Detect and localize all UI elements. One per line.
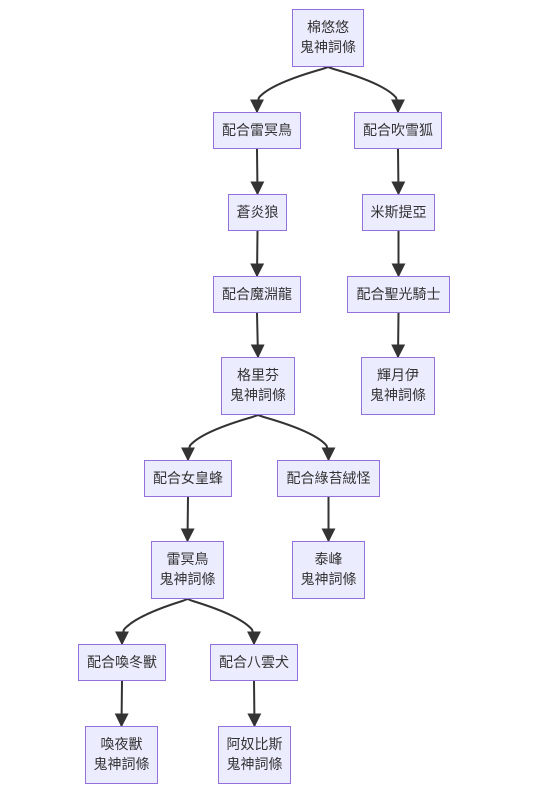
node-label-line-2: 鬼神詞條 <box>159 572 216 588</box>
node-label: 配合女皇蜂 <box>153 470 223 487</box>
node-label: 配合魔淵龍 <box>222 286 292 303</box>
node-label: 配合吹雪狐 <box>363 122 433 139</box>
edge-arrow <box>250 312 265 359</box>
edge-arrow <box>391 312 406 359</box>
node-label: 配合聖光騎士 <box>356 286 441 303</box>
node-peihe-nvhuangfeng: 配合女皇蜂 <box>144 460 232 497</box>
edge-arrow <box>247 680 262 728</box>
node-label-line-2: 鬼神詞條 <box>230 388 286 404</box>
node-label-line-1: 喚夜獸 <box>100 737 143 753</box>
edge-arrow <box>250 148 265 196</box>
node-mianyouyou: 棉悠悠 鬼神詞條 <box>292 9 364 67</box>
node-label-line-2: 鬼神詞條 <box>300 40 356 56</box>
edge-arrow <box>391 148 406 196</box>
node-misitiya: 米斯提亞 <box>362 194 435 231</box>
node-cangyanlang: 蒼炎狼 <box>228 194 287 231</box>
edge-arrow <box>250 230 265 278</box>
node-label-line-2: 鬼神詞條 <box>226 757 283 773</box>
node-label: 蒼炎狼 <box>236 204 279 221</box>
edge-arrow <box>180 496 195 543</box>
node-label: 配合綠苔絨怪 <box>286 470 371 487</box>
node-taifeng: 泰峰 鬼神詞條 <box>292 541 365 599</box>
node-label-line-1: 格里芬 <box>237 368 279 384</box>
node-label-line-1: 阿奴比斯 <box>226 737 283 753</box>
node-peihe-shengguangqishi: 配合聖光騎士 <box>347 276 450 313</box>
node-peihe-huandongshou: 配合喚冬獸 <box>78 644 166 681</box>
node-huiyueyi: 輝月伊 鬼神詞條 <box>361 357 435 415</box>
node-huanyeshou: 喚夜獸 鬼神詞條 <box>85 726 158 784</box>
node-leimingniao: 雷冥鳥 鬼神詞條 <box>151 541 224 599</box>
edge-arrow <box>257 414 336 462</box>
node-label-line-2: 鬼神詞條 <box>370 388 426 404</box>
node-peihe-chuixuehu: 配合吹雪狐 <box>354 112 442 149</box>
node-label: 米斯提亞 <box>370 204 427 221</box>
edge-arrow <box>115 598 188 646</box>
edge-arrow <box>114 680 129 728</box>
node-peihe-moyuanlong: 配合魔淵龍 <box>213 276 301 313</box>
node-label-line-1: 輝月伊 <box>377 368 419 384</box>
node-label-line-1: 棉悠悠 <box>307 20 349 36</box>
edge-arrow <box>181 414 259 462</box>
node-label: 配合喚冬獸 <box>87 654 157 671</box>
node-label-line-2: 鬼神詞條 <box>93 757 150 773</box>
node-label: 配合雷冥鳥 <box>222 122 292 139</box>
node-label-line-2: 鬼神詞條 <box>300 572 357 588</box>
node-label: 配合八雲犬 <box>219 654 289 671</box>
edge-arrow <box>187 598 261 646</box>
node-label-line-1: 泰峰 <box>314 552 343 568</box>
node-anubisi: 阿奴比斯 鬼神詞條 <box>218 726 291 784</box>
node-peihe-bayunquan: 配合八雲犬 <box>210 644 298 681</box>
node-gelifen: 格里芬 鬼神詞條 <box>221 357 295 415</box>
node-peihe-leimingniao: 配合雷冥鳥 <box>213 112 301 149</box>
node-peihe-lvtairongguai: 配合綠苔絨怪 <box>277 460 380 497</box>
edge-arrow <box>250 66 329 114</box>
edge-arrow <box>327 66 405 114</box>
node-label-line-1: 雷冥鳥 <box>166 552 209 568</box>
